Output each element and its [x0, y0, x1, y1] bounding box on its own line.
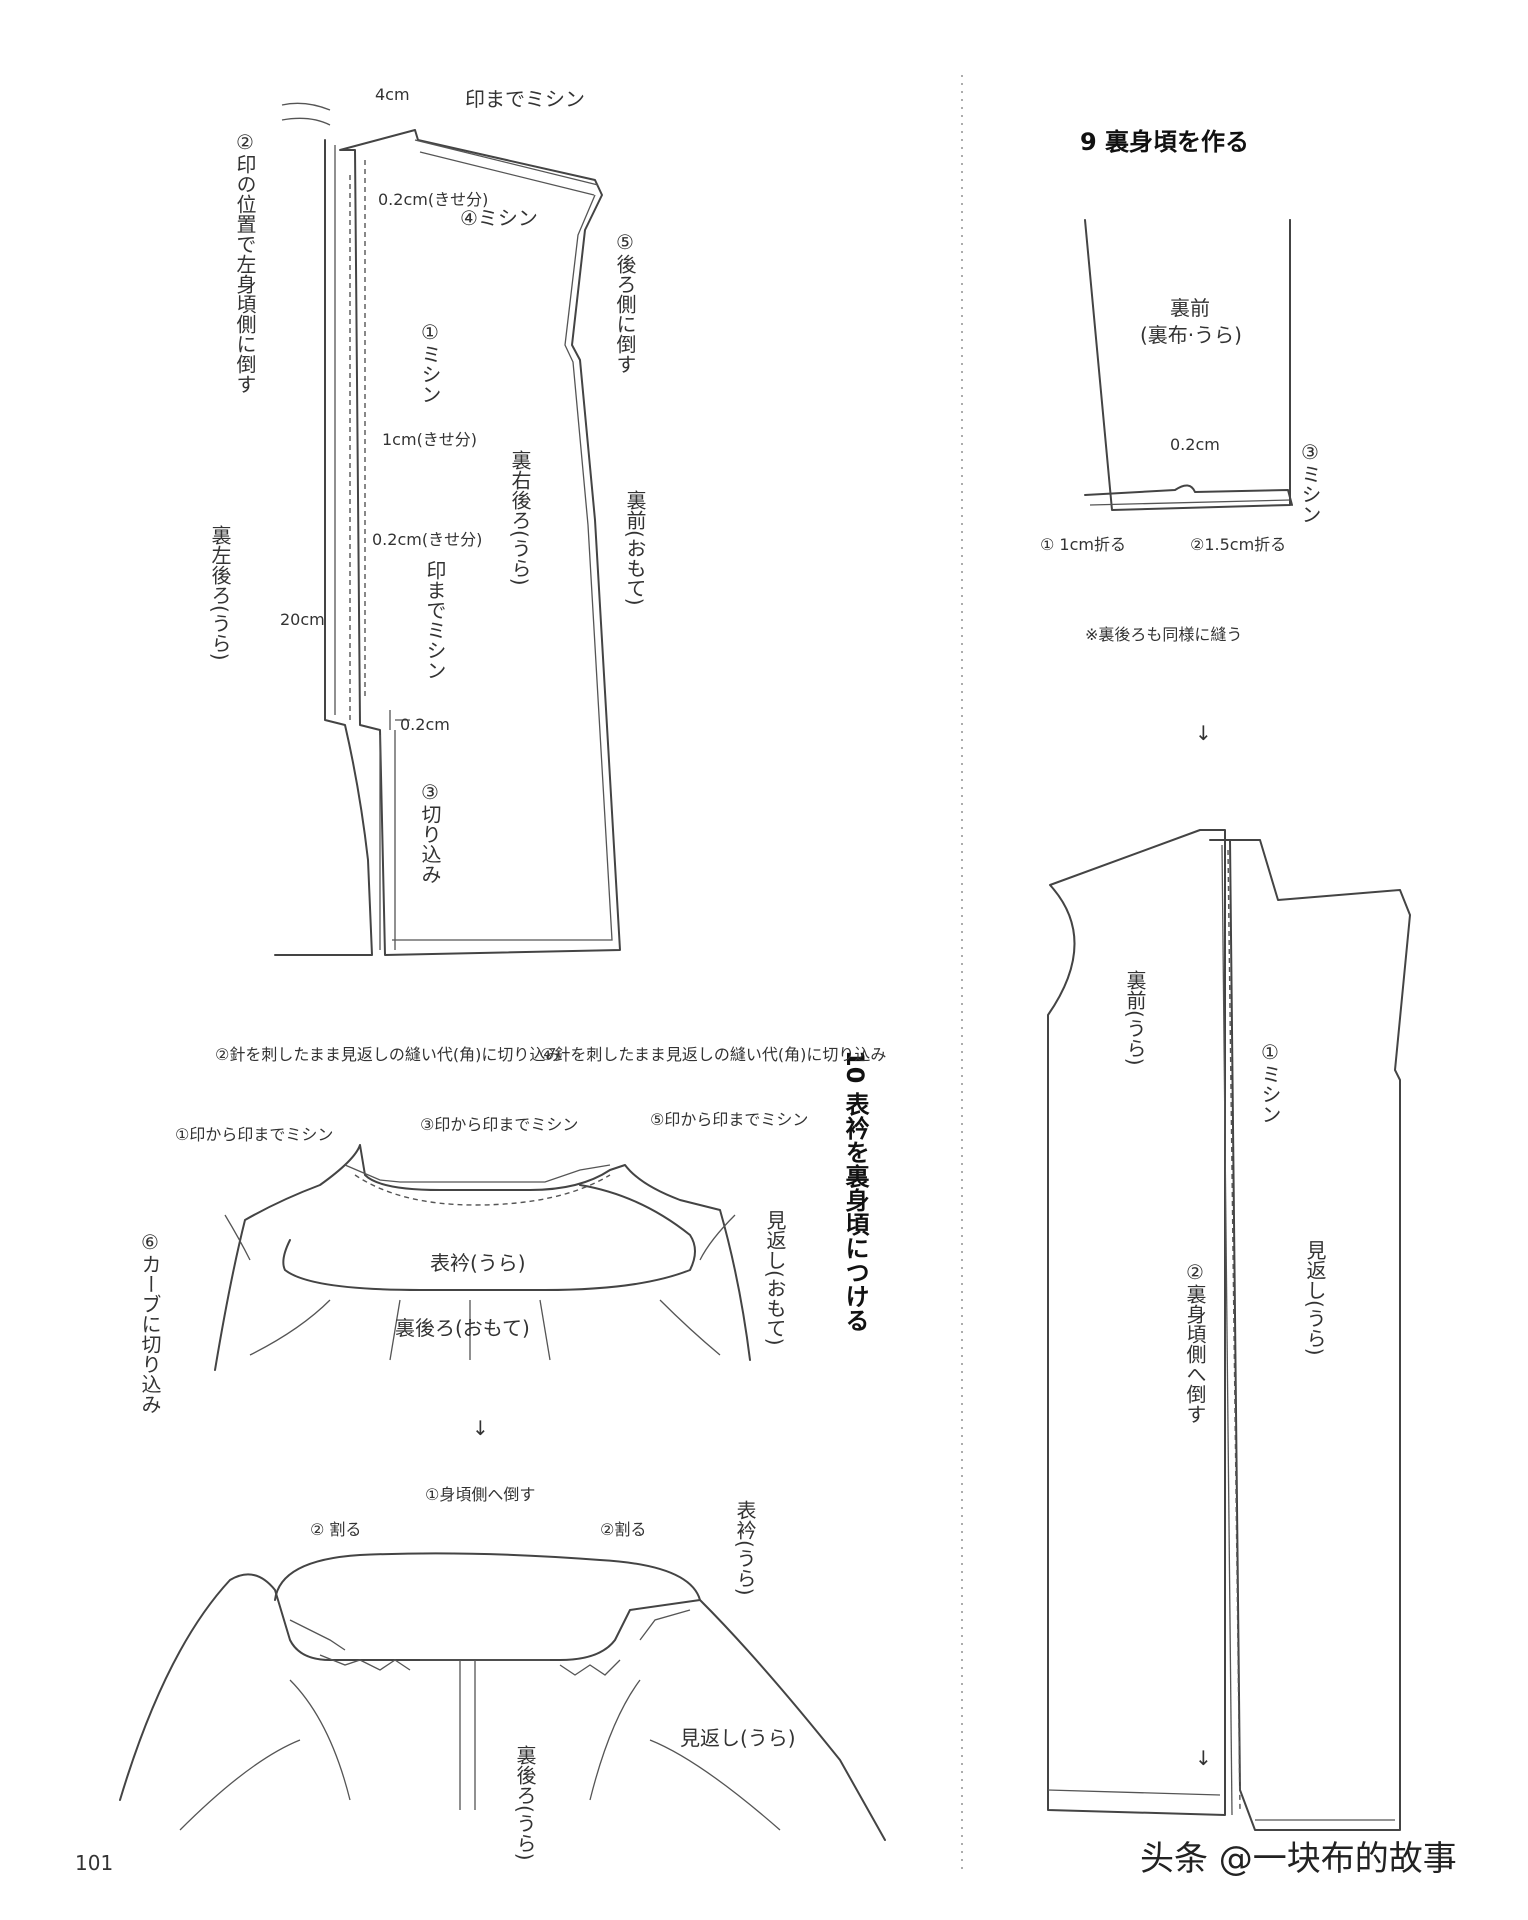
label-b-step1: ①身頃側へ倒す — [425, 1485, 535, 1504]
label-right-back: 裏右後ろ(うら) — [508, 450, 532, 586]
front-lining-large-diagram — [1047, 829, 1411, 1831]
left-back-panel — [274, 139, 373, 956]
label-step1b: ①ミシン — [1258, 1040, 1282, 1124]
label-step3-sew: ③印から印までミシン — [420, 1115, 578, 1134]
label-note: ※裏後ろも同様に縫う — [1085, 625, 1242, 644]
watermark: 头条 @一块布的故事 — [1140, 1839, 1457, 1879]
label-step4-cut: ④針を刺したまま見返しの縫い代(角)に切り込み — [540, 1045, 886, 1064]
label-facing: 見返し(うら) — [1303, 1240, 1327, 1356]
label-b-back: 裏後ろ(うら) — [513, 1745, 537, 1861]
label-front-omote: 裏前(おもて) — [623, 490, 647, 606]
label-step1-sew: ①印から印までミシン — [175, 1125, 333, 1144]
label-seam-02: 0.2cm — [1170, 435, 1220, 454]
label-step2b: ②裏身頃側へ倒す — [1183, 1260, 1207, 1424]
arrow-3: ↓ — [472, 1416, 489, 1440]
collar-attach-diagram-2 — [119, 1552, 886, 1841]
label-step2-fold: ②1.5cm折る — [1190, 535, 1286, 554]
right-back-panel — [339, 129, 621, 956]
label-20cm: 20cm — [280, 610, 325, 629]
label-mishin-vertical: ①ミシン — [418, 320, 442, 404]
label-front-lining-sub: (裏布·うら) — [1140, 323, 1242, 347]
label-front-back: 裏前(うら) — [1123, 970, 1147, 1066]
label-front-lining: 裏前 — [1170, 296, 1210, 320]
label-step3-mishin: ③ミシン — [1298, 440, 1322, 524]
label-facing-omote: 見返し(おもて) — [763, 1210, 787, 1346]
label-b-facing: 見返し(うら) — [680, 1726, 796, 1750]
arrow-1: ↓ — [1195, 721, 1212, 745]
label-step5-vertical: ⑤後ろ側に倒す — [613, 230, 637, 374]
label-02-top: 0.2cm(きせ分) — [378, 190, 488, 209]
label-collar: 表衿(うら) — [430, 1251, 526, 1275]
back-lining-diagram — [274, 102, 621, 956]
arrow-2: ↓ — [1195, 1746, 1212, 1770]
label-02-mid: 0.2cm(きせ分) — [372, 530, 482, 549]
label-step6-curve: ⑥カーブに切り込み — [138, 1230, 162, 1414]
label-step4: ④ミシン — [460, 206, 538, 230]
front-lining-small-diagram — [1084, 219, 1293, 511]
label-step2-cut: ②針を刺したまま見返しの縫い代(角)に切り込み — [215, 1045, 561, 1064]
label-4cm: 4cm — [375, 85, 410, 104]
label-02-bottom: 0.2cm — [400, 715, 450, 734]
label-step5-sew: ⑤印から印までミシン — [650, 1110, 808, 1129]
label-back-omote: 裏後ろ(おもて) — [395, 1316, 530, 1340]
label-step1-fold: ① 1cm折る — [1040, 535, 1126, 554]
label-b-collar: 表衿(うら) — [733, 1500, 757, 1596]
label-step2-vertical: ②印の位置で左身頃側に倒す — [233, 130, 257, 394]
page-number: 101 — [75, 1851, 113, 1875]
label-1cm: 1cm(きせ分) — [382, 430, 477, 449]
label-left-back: 裏左後ろ(うら) — [208, 525, 232, 661]
collar-attach-diagram-1 — [214, 1144, 751, 1371]
label-step3-cut: ③切り込み — [418, 780, 442, 884]
label-b-step2-left: ② 割る — [310, 1520, 361, 1539]
label-b-step2-right: ②割る — [600, 1520, 646, 1539]
label-top-note: 印までミシン — [465, 87, 585, 111]
section10-title: 10 表衿を裏身頃につける — [841, 1050, 870, 1332]
label-to-mark: 印までミシン — [423, 560, 447, 680]
section9-title: 9 裏身頃を作る — [1080, 128, 1249, 156]
